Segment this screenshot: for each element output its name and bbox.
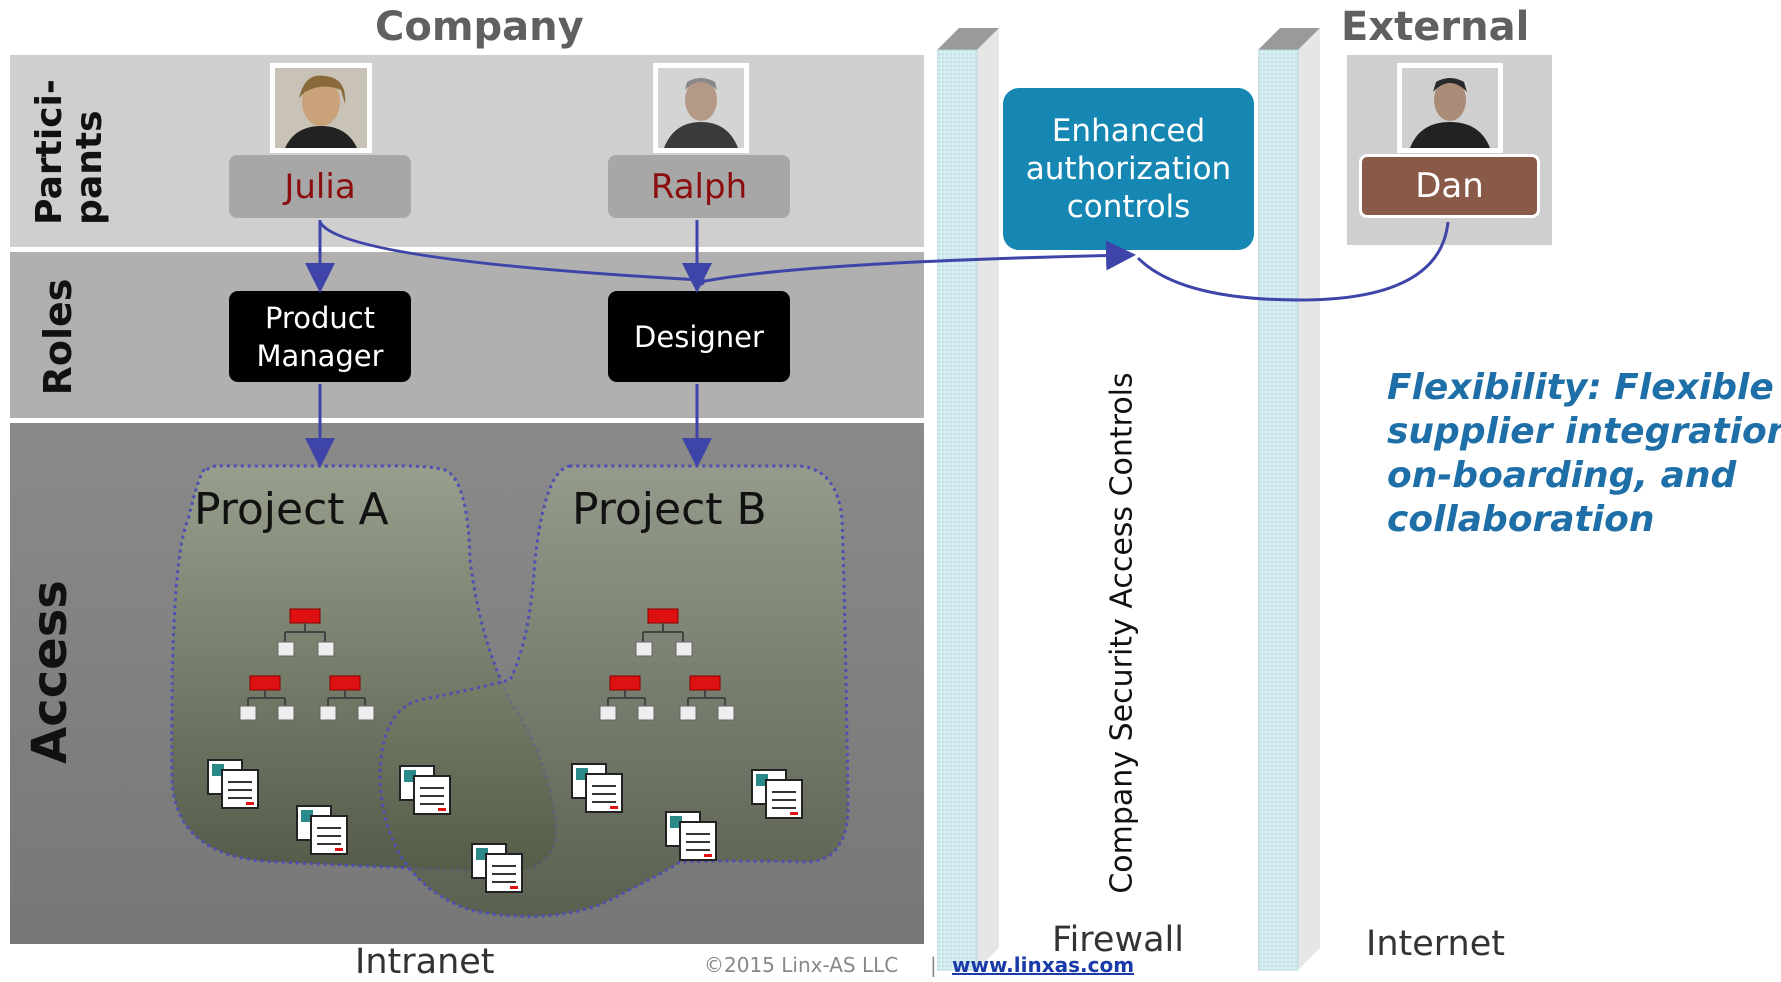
enhanced-authorization-box: Enhanced authorization controls: [1003, 88, 1254, 250]
person-icon: [275, 68, 367, 148]
ralph-photo: [653, 63, 749, 153]
project-b-region: [378, 464, 850, 918]
external-heading: External: [1341, 4, 1530, 50]
hierarchy-icon: [239, 608, 375, 721]
role-designer: Designer: [608, 291, 790, 382]
document-icon: [665, 811, 717, 861]
project-a-label: Project A: [194, 484, 389, 535]
hierarchy-icon: [599, 608, 735, 721]
firewall-wall-right: [1258, 28, 1320, 971]
document-icon: [471, 843, 523, 893]
document-icon: [751, 769, 803, 819]
dan-photo: [1397, 63, 1503, 153]
participant-julia: Julia: [229, 155, 411, 218]
person-icon: [658, 68, 744, 148]
document-icon: [207, 759, 259, 809]
participant-ralph: Ralph: [608, 155, 790, 218]
document-icon: [399, 765, 451, 815]
company-heading: Company: [375, 4, 584, 50]
julia-photo: [270, 63, 372, 153]
firewall-label: Firewall: [1052, 920, 1184, 960]
firewall-wall-left: [937, 28, 999, 971]
internet-label: Internet: [1366, 924, 1505, 964]
person-icon: [1402, 68, 1498, 148]
document-icon: [571, 763, 623, 813]
website-link[interactable]: www.linxas.com: [952, 953, 1135, 977]
copyright-text: ©2015 Linx-AS LLC: [704, 953, 899, 977]
document-icon: [296, 805, 348, 855]
project-b-label: Project B: [572, 484, 767, 535]
role-product-manager: Product Manager: [229, 291, 411, 382]
intranet-label: Intranet: [355, 942, 495, 982]
footer-separator: |: [930, 953, 937, 977]
flexibility-callout: Flexibility: Flexible supplier integrati…: [1387, 367, 1781, 540]
participant-dan: Dan: [1359, 154, 1540, 218]
